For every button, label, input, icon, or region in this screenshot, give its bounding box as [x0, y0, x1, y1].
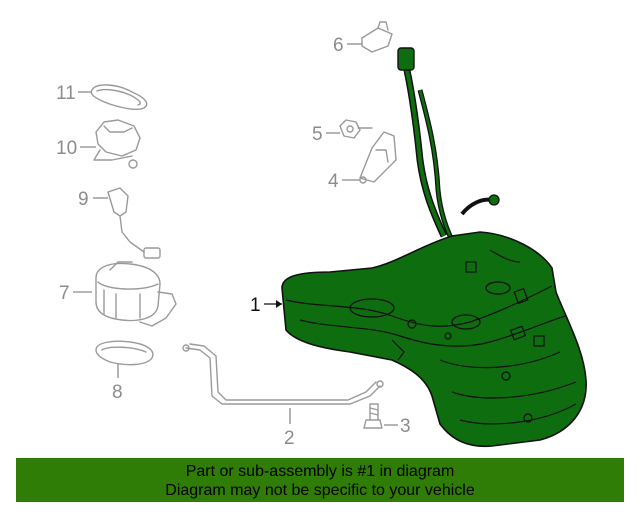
- callout-10[interactable]: 10: [56, 138, 77, 159]
- callout-1[interactable]: 1: [250, 295, 261, 316]
- part-7-fuel-pump[interactable]: [95, 261, 177, 327]
- callout-8[interactable]: 8: [112, 382, 123, 403]
- callout-4[interactable]: 4: [328, 171, 339, 192]
- part-4-bracket[interactable]: [359, 131, 397, 184]
- callout-3[interactable]: 3: [400, 416, 411, 437]
- callout-2[interactable]: 2: [284, 428, 295, 449]
- callout-9[interactable]: 9: [78, 189, 89, 210]
- part-1-fuel-tank[interactable]: [281, 47, 587, 448]
- callout-6[interactable]: 6: [333, 35, 344, 56]
- leader-1-arrow: [276, 300, 282, 308]
- callout-5[interactable]: 5: [312, 124, 323, 145]
- banner-line-2: Diagram may not be specific to your vehi…: [165, 482, 475, 499]
- part-6-bracket[interactable]: [361, 21, 393, 53]
- part-5-bolt[interactable]: [339, 119, 373, 139]
- part-3-bolt[interactable]: [363, 403, 383, 429]
- callout-7[interactable]: 7: [59, 283, 70, 304]
- part-9-level-sensor[interactable]: [107, 187, 161, 259]
- callout-11[interactable]: 11: [56, 83, 76, 104]
- notice-banner: Part or sub-assembly is #1 in diagram Di…: [16, 458, 624, 502]
- part-10-lock-ring[interactable]: [93, 119, 141, 169]
- parts-diagram: 6 11 10 9 5 4: [56, 21, 587, 449]
- part-2-strap[interactable]: [182, 343, 384, 405]
- banner-line-1: Part or sub-assembly is #1 in diagram: [185, 463, 455, 480]
- part-11-gasket[interactable]: [90, 84, 148, 110]
- part-8-seal[interactable]: [95, 340, 154, 366]
